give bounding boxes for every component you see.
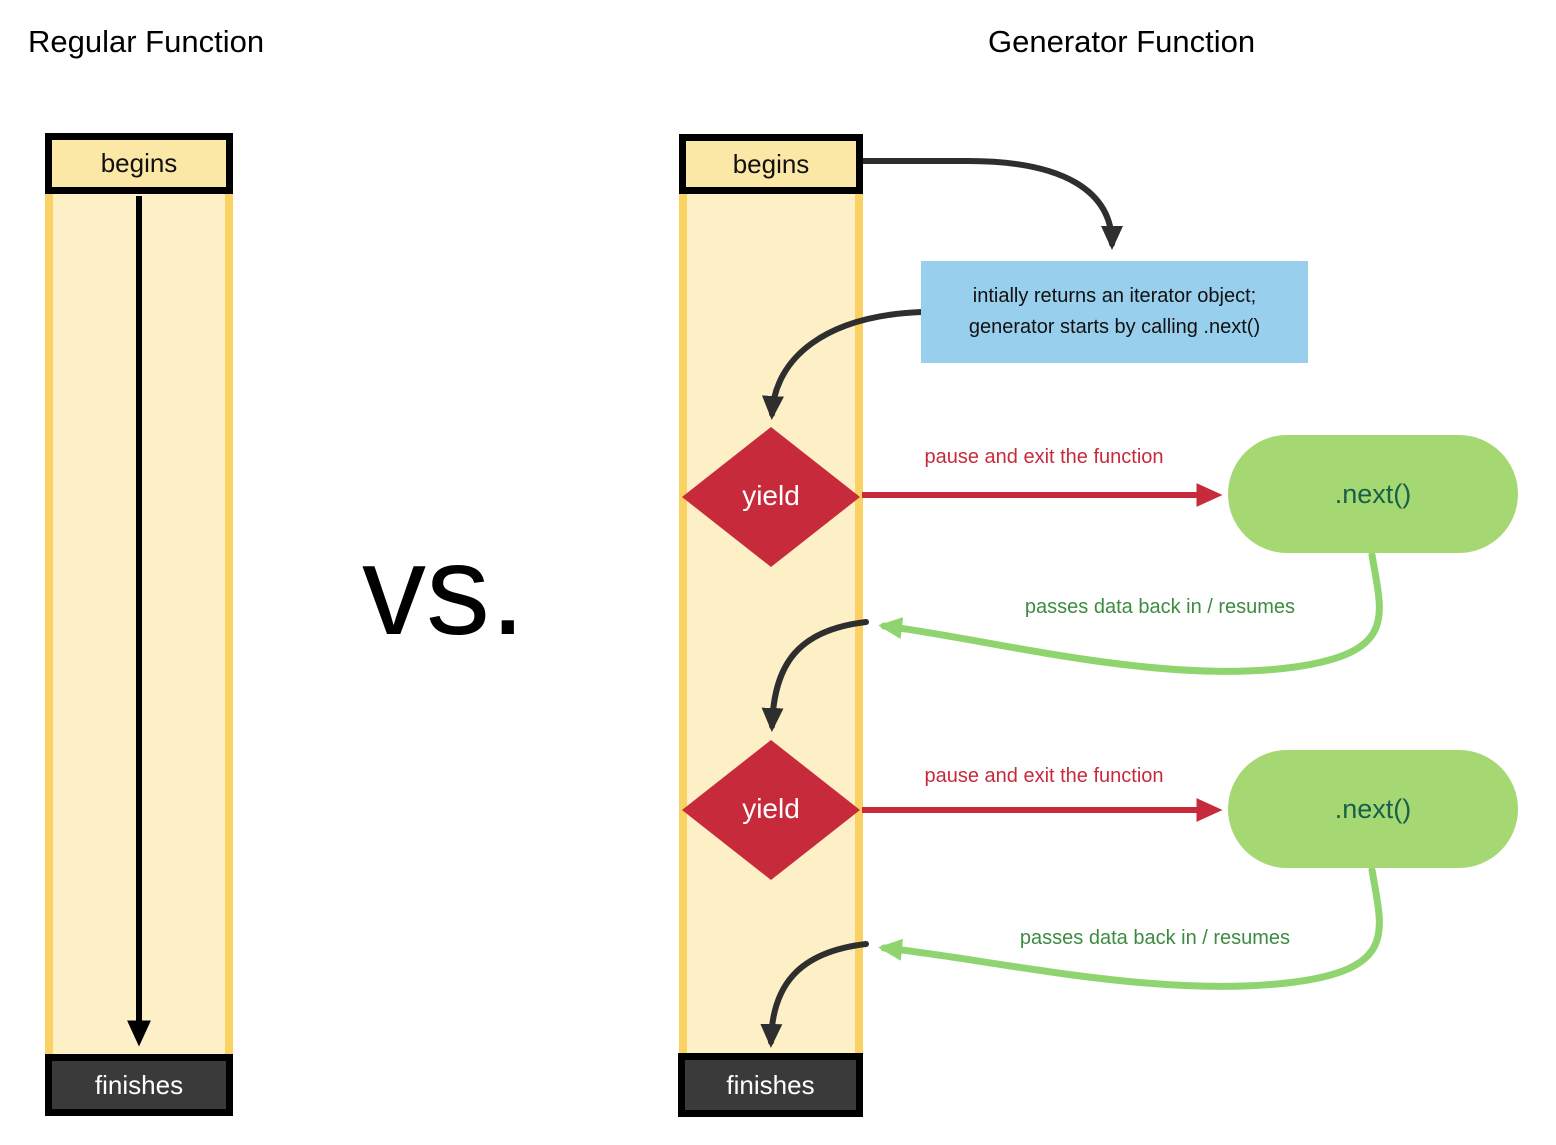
iterator-note-line1: intially returns an iterator object; (972, 285, 1257, 307)
regular-begins-label: begins (100, 148, 178, 178)
resume1-label: passes data back in / resumes (1024, 596, 1296, 618)
iterator-note-line2: generator starts by calling .next() (968, 316, 1261, 338)
versus-text: vs. (362, 519, 526, 662)
pause2-label: pause and exit the function (924, 765, 1164, 787)
iterator-note-box: intially returns an iterator object; gen… (921, 261, 1308, 363)
generator-function-title: Generator Function (988, 24, 1256, 59)
regular-finishes-box: finishes (45, 1054, 233, 1116)
generator-begins-label: begins (732, 148, 810, 179)
next1-label: .next() (1334, 478, 1412, 509)
yield2-label: yield (742, 793, 800, 824)
generator-finishes-box: finishes (678, 1053, 863, 1117)
next1-pill: .next() (1228, 435, 1518, 553)
yield1-label: yield (742, 480, 800, 511)
regular-finishes-label: finishes (94, 1069, 184, 1100)
next2-label: .next() (1334, 793, 1412, 824)
begins-to-note-arrow (860, 158, 1123, 250)
generator-finishes-label: finishes (726, 1069, 815, 1100)
resume2-label: passes data back in / resumes (1019, 927, 1291, 949)
regular-function-column (45, 193, 233, 1055)
generator-begins-box: begins (679, 134, 863, 194)
pause1-label: pause and exit the function (924, 446, 1164, 468)
regular-function-title: Regular Function (28, 24, 265, 59)
regular-begins-box: begins (45, 133, 233, 194)
generator-function-column (679, 194, 863, 1053)
next2-pill: .next() (1228, 750, 1518, 868)
